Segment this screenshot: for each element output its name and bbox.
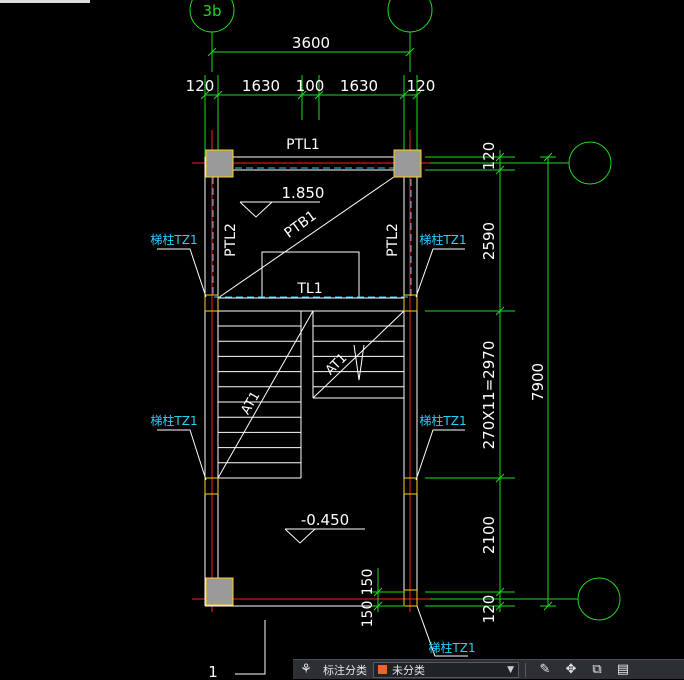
filter-icon[interactable]: ⚘ — [300, 662, 312, 677]
column-block — [205, 149, 234, 178]
chevron-down-icon: ▼ — [507, 664, 514, 675]
axis-bubble-left-label: 3b — [202, 2, 221, 20]
toolbar-divider — [525, 662, 526, 677]
dimension-text: 2100 — [480, 516, 498, 554]
edit-icon[interactable]: ✎ — [539, 662, 551, 677]
column-tag-label: 梯柱TZ1 — [419, 413, 466, 428]
dimension-text: 120 — [186, 77, 215, 95]
paste-icon[interactable]: ▤ — [616, 662, 630, 677]
annotation-category-label: 标注分类 — [323, 663, 367, 677]
dimension-text: 120 — [480, 142, 498, 171]
beam-label-left: PTL2 — [223, 223, 239, 257]
column-tag-label: 梯柱TZ1 — [428, 640, 475, 655]
beam-label-right: PTL2 — [385, 223, 401, 257]
dimension-text: 150 — [360, 601, 376, 628]
slab-dashed-outline — [212, 167, 412, 298]
flight-label-left: AT1 — [238, 389, 263, 417]
section-marker-label: 1 — [208, 663, 218, 679]
slab-label: PTB1 — [282, 208, 320, 242]
level-symbol-lower — [284, 528, 365, 544]
window-top-strip — [0, 0, 90, 3]
column-block — [205, 577, 234, 606]
dimension-text: 7900 — [529, 363, 547, 401]
bottom-dimension — [370, 568, 405, 612]
walk-arrow — [353, 344, 365, 381]
right-dimension-chain — [425, 150, 515, 612]
section-marker — [235, 620, 266, 675]
mid-beam-label: TL1 — [296, 281, 322, 297]
axis-bubble-right — [387, 0, 433, 33]
column-tag-label: 梯柱TZ1 — [150, 413, 197, 428]
category-select-value: 未分类 — [392, 663, 425, 677]
dimension-text: 270X11=2970 — [480, 341, 498, 450]
dimension-text: 1630 — [242, 77, 280, 95]
annotation-category-select[interactable]: 未分类 ▼ — [373, 661, 519, 678]
flight-label-right: AT1 — [323, 351, 351, 379]
annotation-toolbar: ⚘ 标注分类 未分类 ▼ ✎ ✥ ⧉ ▤ — [293, 659, 684, 679]
column-tag-leaders — [157, 248, 468, 657]
dimension-text: 3600 — [292, 34, 330, 52]
top-dimension-chain — [200, 75, 422, 160]
dimension-text: 1630 — [340, 77, 378, 95]
stair-columns — [204, 294, 418, 607]
stair-treads-right — [313, 325, 404, 388]
column-tag-label: 梯柱TZ1 — [150, 232, 197, 247]
column-block — [393, 149, 422, 178]
beam-label-top: PTL1 — [286, 137, 320, 153]
axis-grid — [192, 130, 430, 612]
axis-bubble-right-lower — [577, 577, 621, 621]
dimension-text: 100 — [296, 77, 325, 95]
axis-bubble-right-upper — [568, 141, 612, 185]
right-dimension-overall — [540, 152, 556, 611]
dimension-text: 120 — [407, 77, 436, 95]
corner-columns — [205, 149, 422, 606]
dimension-text: 150 — [360, 569, 376, 596]
dimension-text: 2590 — [480, 222, 498, 260]
category-color-swatch — [378, 665, 387, 674]
copy-icon[interactable]: ⧉ — [592, 662, 602, 677]
top-dimension-overall — [207, 47, 415, 57]
move-icon[interactable]: ✥ — [565, 662, 577, 677]
column-tag-label: 梯柱TZ1 — [419, 232, 466, 247]
stair-treads-left — [218, 325, 301, 464]
dimension-text: 120 — [480, 595, 498, 624]
level-lower: -0.450 — [301, 511, 349, 529]
level-upper: 1.850 — [282, 184, 325, 202]
level-symbol-upper — [239, 201, 320, 218]
